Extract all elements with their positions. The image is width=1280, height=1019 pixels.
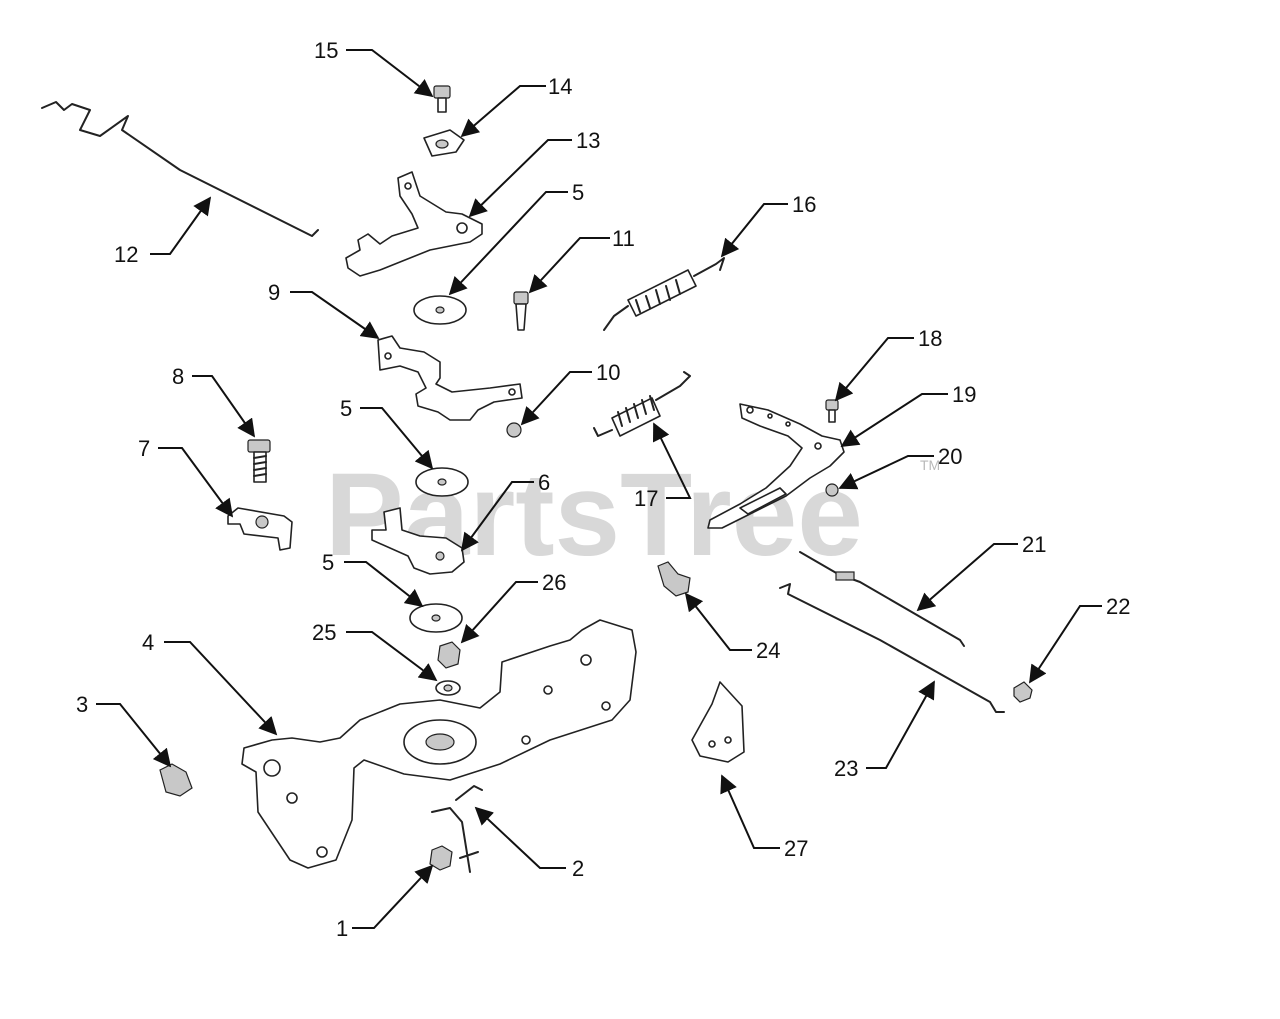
part-24-clamp[interactable] xyxy=(657,561,691,597)
callout-3: 3 xyxy=(76,692,88,717)
callout-leaders xyxy=(96,49,1102,929)
callout-26: 26 xyxy=(542,570,566,595)
callout-12: 12 xyxy=(114,242,138,267)
callout-21: 21 xyxy=(1022,532,1046,557)
part-18-screw[interactable] xyxy=(825,399,839,423)
part-26-nut[interactable] xyxy=(437,641,461,669)
part-7-clip[interactable] xyxy=(227,507,293,551)
watermark-brand: PartsTree xyxy=(325,449,863,581)
callout-27: 27 xyxy=(784,836,808,861)
part-25-washer[interactable] xyxy=(435,680,461,696)
callout-11: 11 xyxy=(612,226,635,251)
part-5-washer-c[interactable] xyxy=(409,603,463,633)
part-16-spring[interactable] xyxy=(603,257,725,331)
callout-25: 25 xyxy=(312,620,336,645)
part-19-arm[interactable] xyxy=(707,403,845,529)
callout-23: 23 xyxy=(834,756,858,781)
callout-numbers: 15 14 13 12 5 11 16 9 10 18 19 8 7 5 17 … xyxy=(76,38,1130,941)
callout-7: 7 xyxy=(138,436,150,461)
part-14-plate[interactable] xyxy=(423,129,465,157)
part-13-bracket[interactable] xyxy=(345,171,483,277)
callout-15: 15 xyxy=(314,38,338,63)
part-20-nut[interactable] xyxy=(825,483,839,497)
part-5-washer-a[interactable] xyxy=(413,295,467,325)
callout-19: 19 xyxy=(952,382,976,407)
callout-8: 8 xyxy=(172,364,184,389)
callout-6: 6 xyxy=(538,470,550,495)
callout-14: 14 xyxy=(548,74,572,99)
callout-1: 1 xyxy=(336,916,348,941)
part-22-nut[interactable] xyxy=(1013,681,1033,703)
part-15-bolt[interactable] xyxy=(433,85,451,113)
part-8-bolt[interactable] xyxy=(247,439,271,483)
part-6-plate[interactable] xyxy=(371,507,465,575)
callout-5-b: 5 xyxy=(340,396,352,421)
part-5-washer-b[interactable] xyxy=(415,467,469,497)
callout-16: 16 xyxy=(792,192,816,217)
callout-5-a: 5 xyxy=(572,180,584,205)
part-27-plate[interactable] xyxy=(691,681,745,763)
callout-9: 9 xyxy=(268,280,280,305)
part-10-nut[interactable] xyxy=(506,422,522,438)
part-9-lever[interactable] xyxy=(377,335,523,421)
callout-24: 24 xyxy=(756,638,780,663)
callout-17: 17 xyxy=(634,486,658,511)
callout-4: 4 xyxy=(142,630,154,655)
callout-18: 18 xyxy=(918,326,942,351)
part-3-fitting[interactable] xyxy=(159,763,193,797)
callout-10: 10 xyxy=(596,360,620,385)
callout-22: 22 xyxy=(1106,594,1130,619)
part-23-rod[interactable] xyxy=(779,583,1005,713)
part-17-spring[interactable] xyxy=(593,371,691,437)
part-4-main-bracket[interactable] xyxy=(241,619,637,869)
callout-20: 20 xyxy=(938,444,962,469)
callout-13: 13 xyxy=(576,128,600,153)
watermark-trademark: TM xyxy=(920,457,940,473)
part-12-rod[interactable] xyxy=(41,101,319,237)
part-21-wire[interactable] xyxy=(799,551,965,647)
part-2-spring[interactable] xyxy=(431,785,483,873)
callout-2: 2 xyxy=(572,856,584,881)
part-11-screw[interactable] xyxy=(513,291,529,331)
callout-5-c: 5 xyxy=(322,550,334,575)
part-1-nut[interactable] xyxy=(429,845,453,871)
